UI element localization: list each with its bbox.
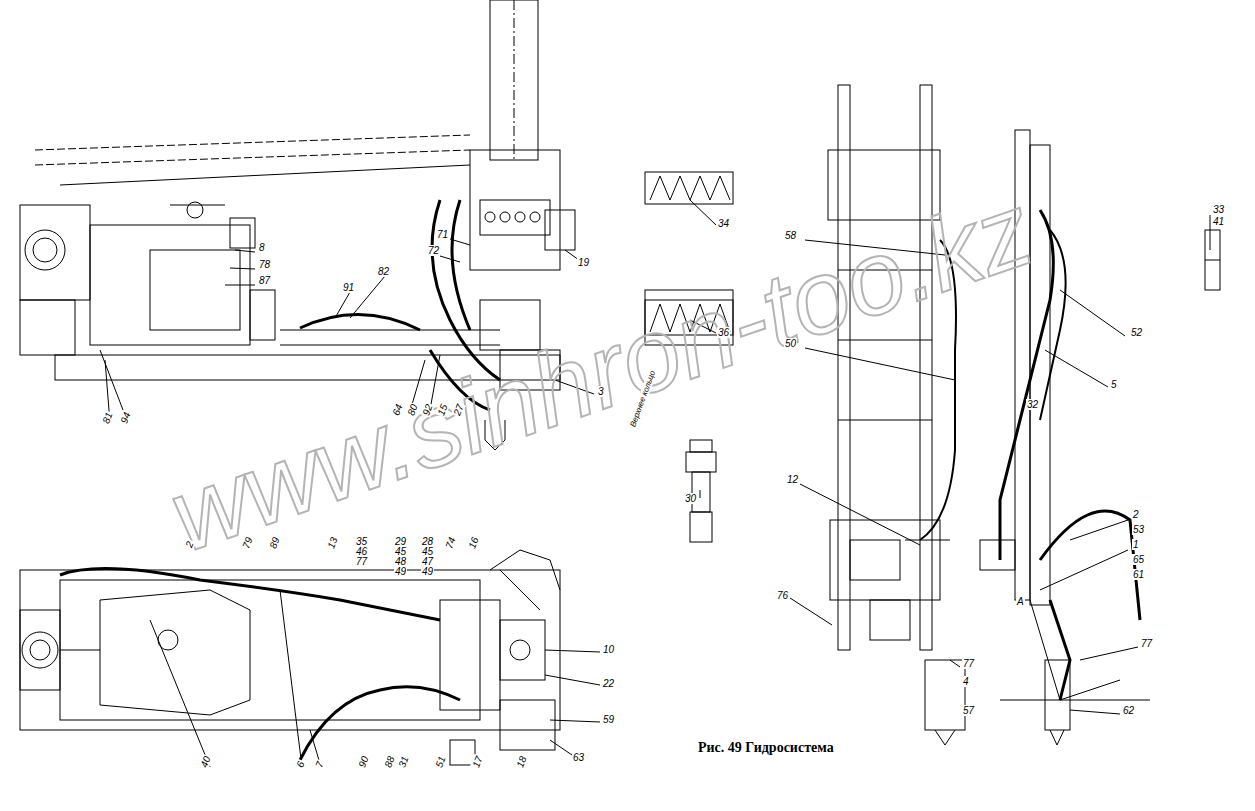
callout-number: 82 — [377, 266, 390, 277]
callout-number: 94 — [118, 410, 133, 426]
callout-number: 81 — [100, 410, 115, 426]
callout-number: 77 — [962, 658, 975, 669]
callout-number: 49 — [421, 566, 434, 577]
callout-number: 78 — [258, 259, 271, 270]
callout-number: 34 — [717, 218, 730, 229]
callout-number: 18 — [514, 754, 529, 770]
callout-number: 53 — [1132, 524, 1145, 535]
callout-number: 51 — [433, 754, 448, 770]
callout-number: 32 — [1026, 399, 1039, 410]
callout-number: 10 — [602, 644, 615, 655]
front-view — [828, 85, 965, 745]
callout-number: 41 — [1212, 216, 1225, 227]
callout-number: 49 — [394, 566, 407, 577]
callout-number: 61 — [1132, 569, 1145, 580]
callout-number: 7 — [313, 759, 326, 770]
callout-number: 17 — [470, 754, 485, 770]
callout-number: 58 — [784, 230, 797, 241]
callout-number: 52 — [1130, 327, 1143, 338]
callout-number: 72 — [427, 245, 440, 256]
callout-number: 57 — [962, 705, 975, 716]
callout-number: 76 — [776, 590, 789, 601]
callout-number: 91 — [342, 282, 355, 293]
callout-number: 22 — [602, 678, 615, 689]
callout-number: 40 — [198, 754, 213, 770]
callout-number: 16 — [466, 535, 481, 551]
figure-caption: Рис. 49 Гидросистема — [698, 740, 834, 756]
callout-number: 6 — [294, 759, 307, 770]
callout-number: 1 — [1132, 539, 1140, 550]
callout-number: 59 — [602, 714, 615, 725]
callout-number: 50 — [784, 338, 797, 349]
callout-number: 30 — [684, 493, 697, 504]
callout-number: 19 — [577, 257, 590, 268]
callout-number: 62 — [1122, 705, 1135, 716]
callout-number: 74 — [443, 535, 458, 551]
callout-number: 36 — [717, 327, 730, 338]
callout-number: 77 — [355, 556, 368, 567]
callout-number: 87 — [258, 275, 271, 286]
callout-number: 65 — [1132, 554, 1145, 565]
callout-number: 2 — [1132, 509, 1140, 520]
callout-number: 13 — [325, 535, 340, 551]
callout-number: 3 — [597, 386, 605, 397]
callout-number: 63 — [572, 752, 585, 763]
callout-number: 88 — [382, 754, 397, 770]
callout-number: 4 — [962, 676, 970, 687]
callout-number: А — [1016, 596, 1025, 607]
plan-view — [20, 550, 560, 765]
callout-number: 5 — [1110, 379, 1118, 390]
callout-number: 33 — [1212, 204, 1225, 215]
callout-number: 8 — [258, 242, 266, 253]
callout-number: 31 — [396, 754, 411, 770]
callout-number: 77 — [1140, 638, 1153, 649]
callout-number: 90 — [356, 754, 371, 770]
callout-number: 71 — [436, 229, 449, 240]
callout-number: 12 — [786, 474, 799, 485]
watermark: www.sinhron-too.kz — [158, 176, 1044, 568]
